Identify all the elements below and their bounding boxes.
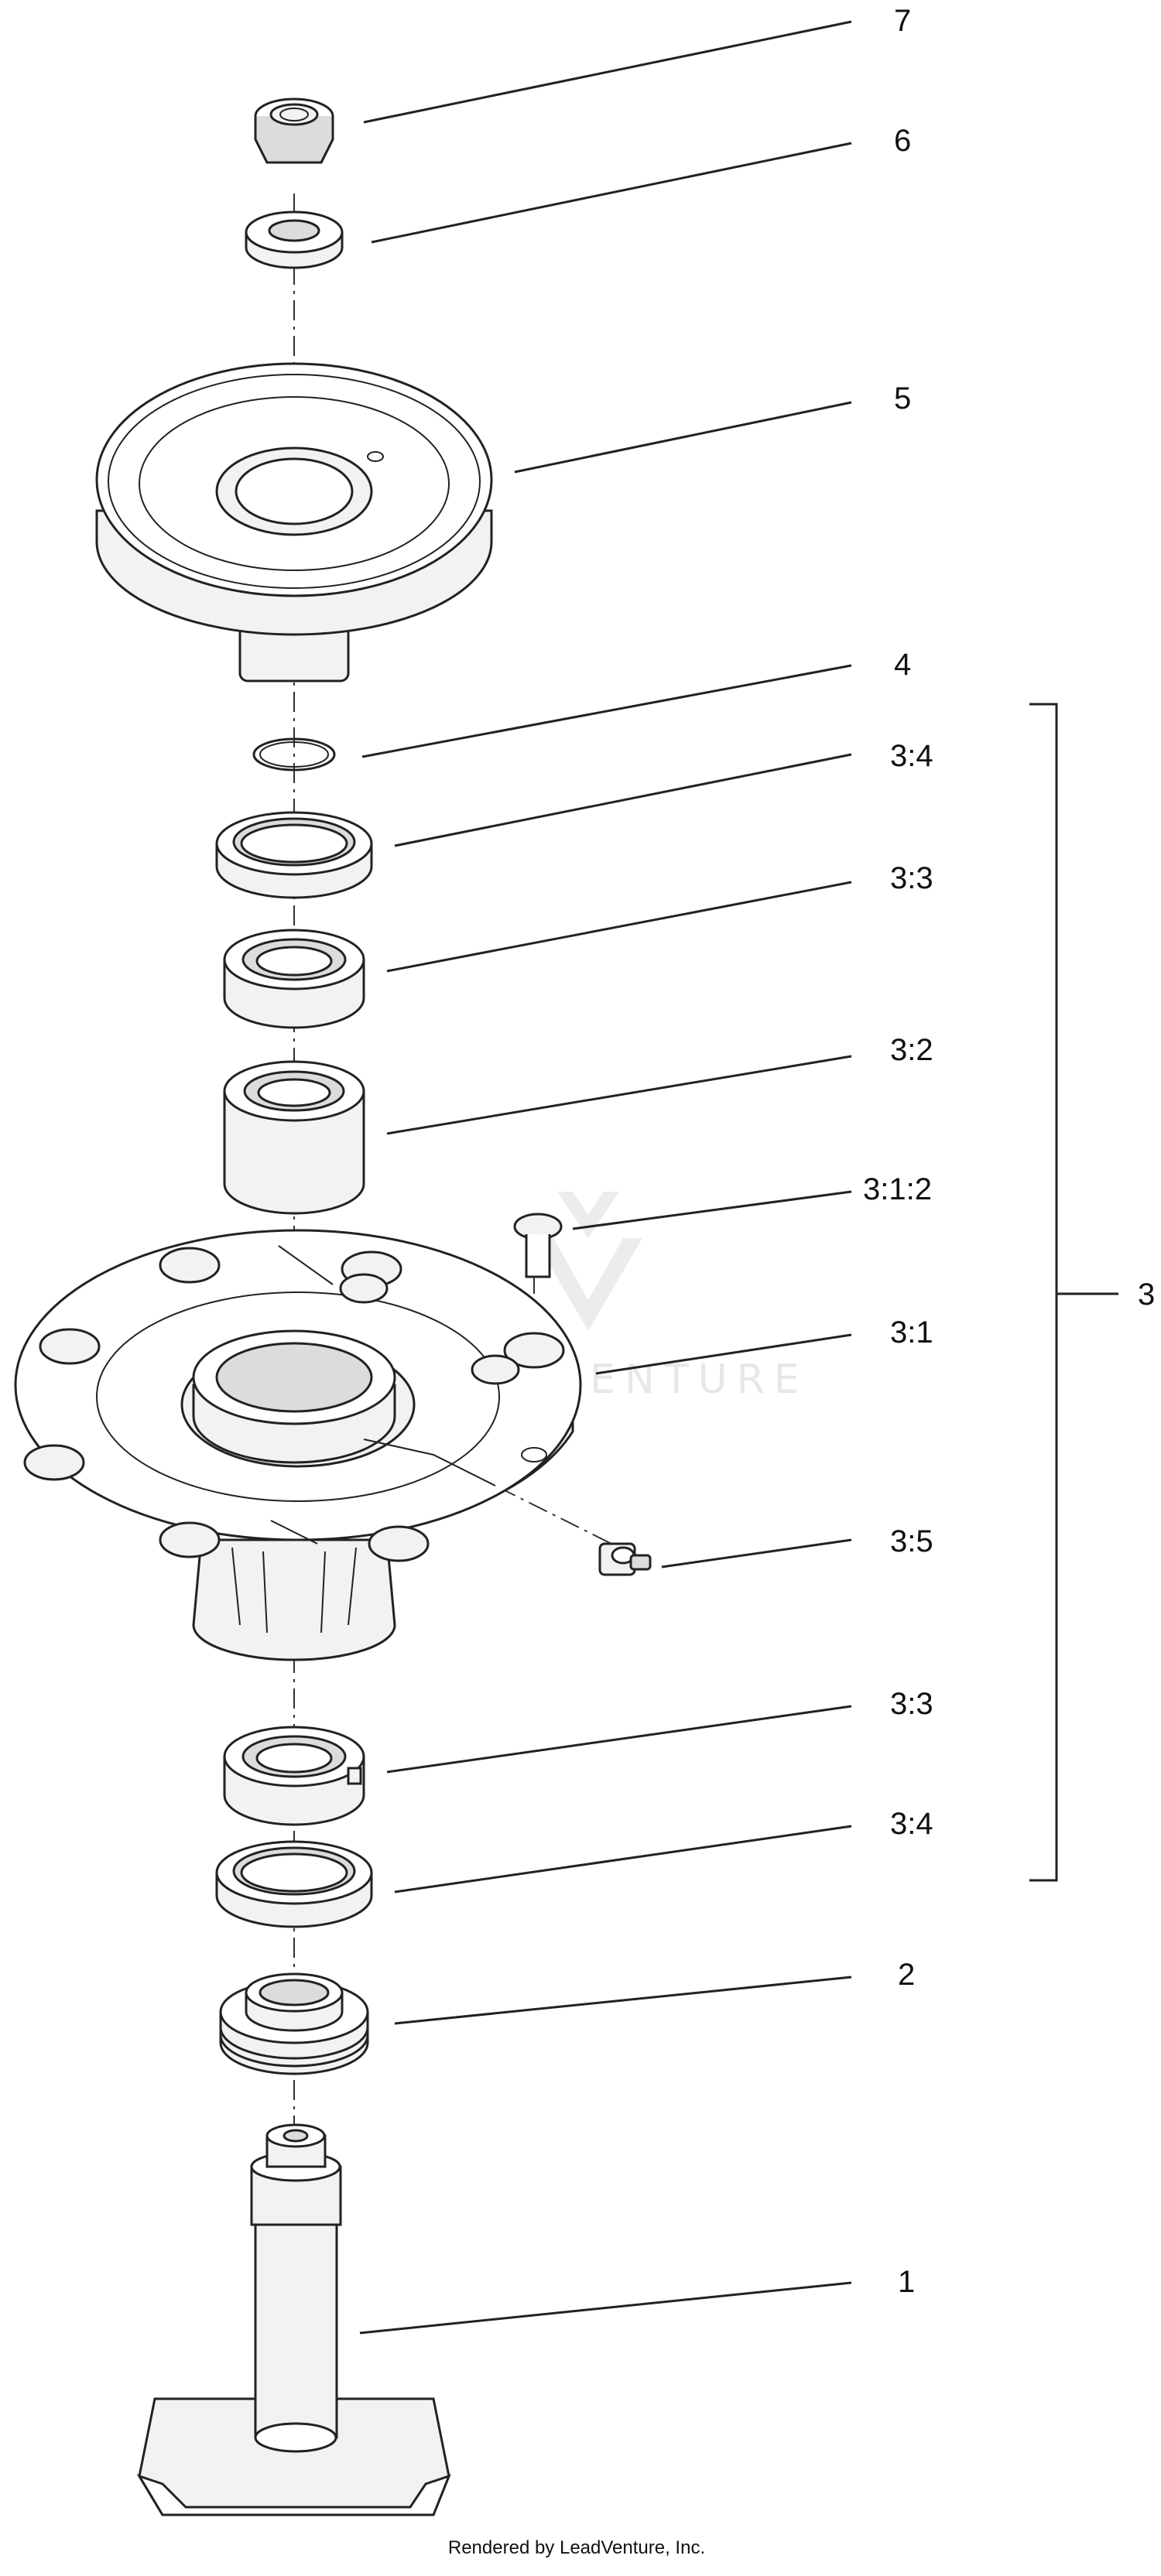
part-3-2-spacer (223, 1060, 365, 1215)
callout-7: 7 (894, 4, 911, 38)
part-3-1-housing (14, 1229, 582, 1661)
part-2-sleeve-seal (219, 1972, 369, 2075)
callout-3-1-2: 3:1:2 (863, 1172, 932, 1206)
part-3-4-seal-lower (215, 1840, 373, 1928)
assembly-3-bracket (1029, 703, 1118, 1882)
part-1-spindle-shaft (136, 2123, 451, 2516)
part-3-3-bearing-upper (223, 929, 365, 1029)
callout-3-4-lower: 3:4 (890, 1807, 933, 1841)
callout-labels: 7 6 5 4 3:4 3:3 3:2 3:1:2 3:1 3:5 3:3 3:… (863, 4, 1155, 2299)
rendered-by-credit: Rendered by LeadVenture, Inc. (448, 2537, 705, 2558)
callout-1: 1 (898, 2265, 915, 2299)
callout-3-4-upper: 3:4 (890, 739, 933, 773)
callout-3-2: 3:2 (890, 1033, 933, 1067)
callout-4: 4 (894, 648, 911, 682)
callout-2: 2 (898, 1958, 915, 1992)
callout-3-1: 3:1 (890, 1315, 933, 1350)
part-5-pulley (95, 362, 493, 682)
part-7-hex-nut (254, 97, 334, 164)
part-3-1-2-bolt (513, 1213, 563, 1278)
part-3-3-bearing-lower (223, 1726, 365, 1826)
part-6-washer (245, 210, 344, 269)
part-3-5-grease-fitting (598, 1542, 652, 1576)
part-3-4-seal-upper (215, 811, 373, 899)
callout-3-3-lower: 3:3 (890, 1687, 933, 1721)
callout-3-3-upper: 3:3 (890, 861, 933, 895)
callout-5: 5 (894, 381, 911, 416)
callout-3-assembly: 3 (1138, 1278, 1155, 1312)
callout-6: 6 (894, 124, 911, 158)
part-4-o-ring (252, 737, 336, 771)
callout-3-5: 3:5 (890, 1524, 933, 1558)
leader-lines (359, 20, 852, 2335)
